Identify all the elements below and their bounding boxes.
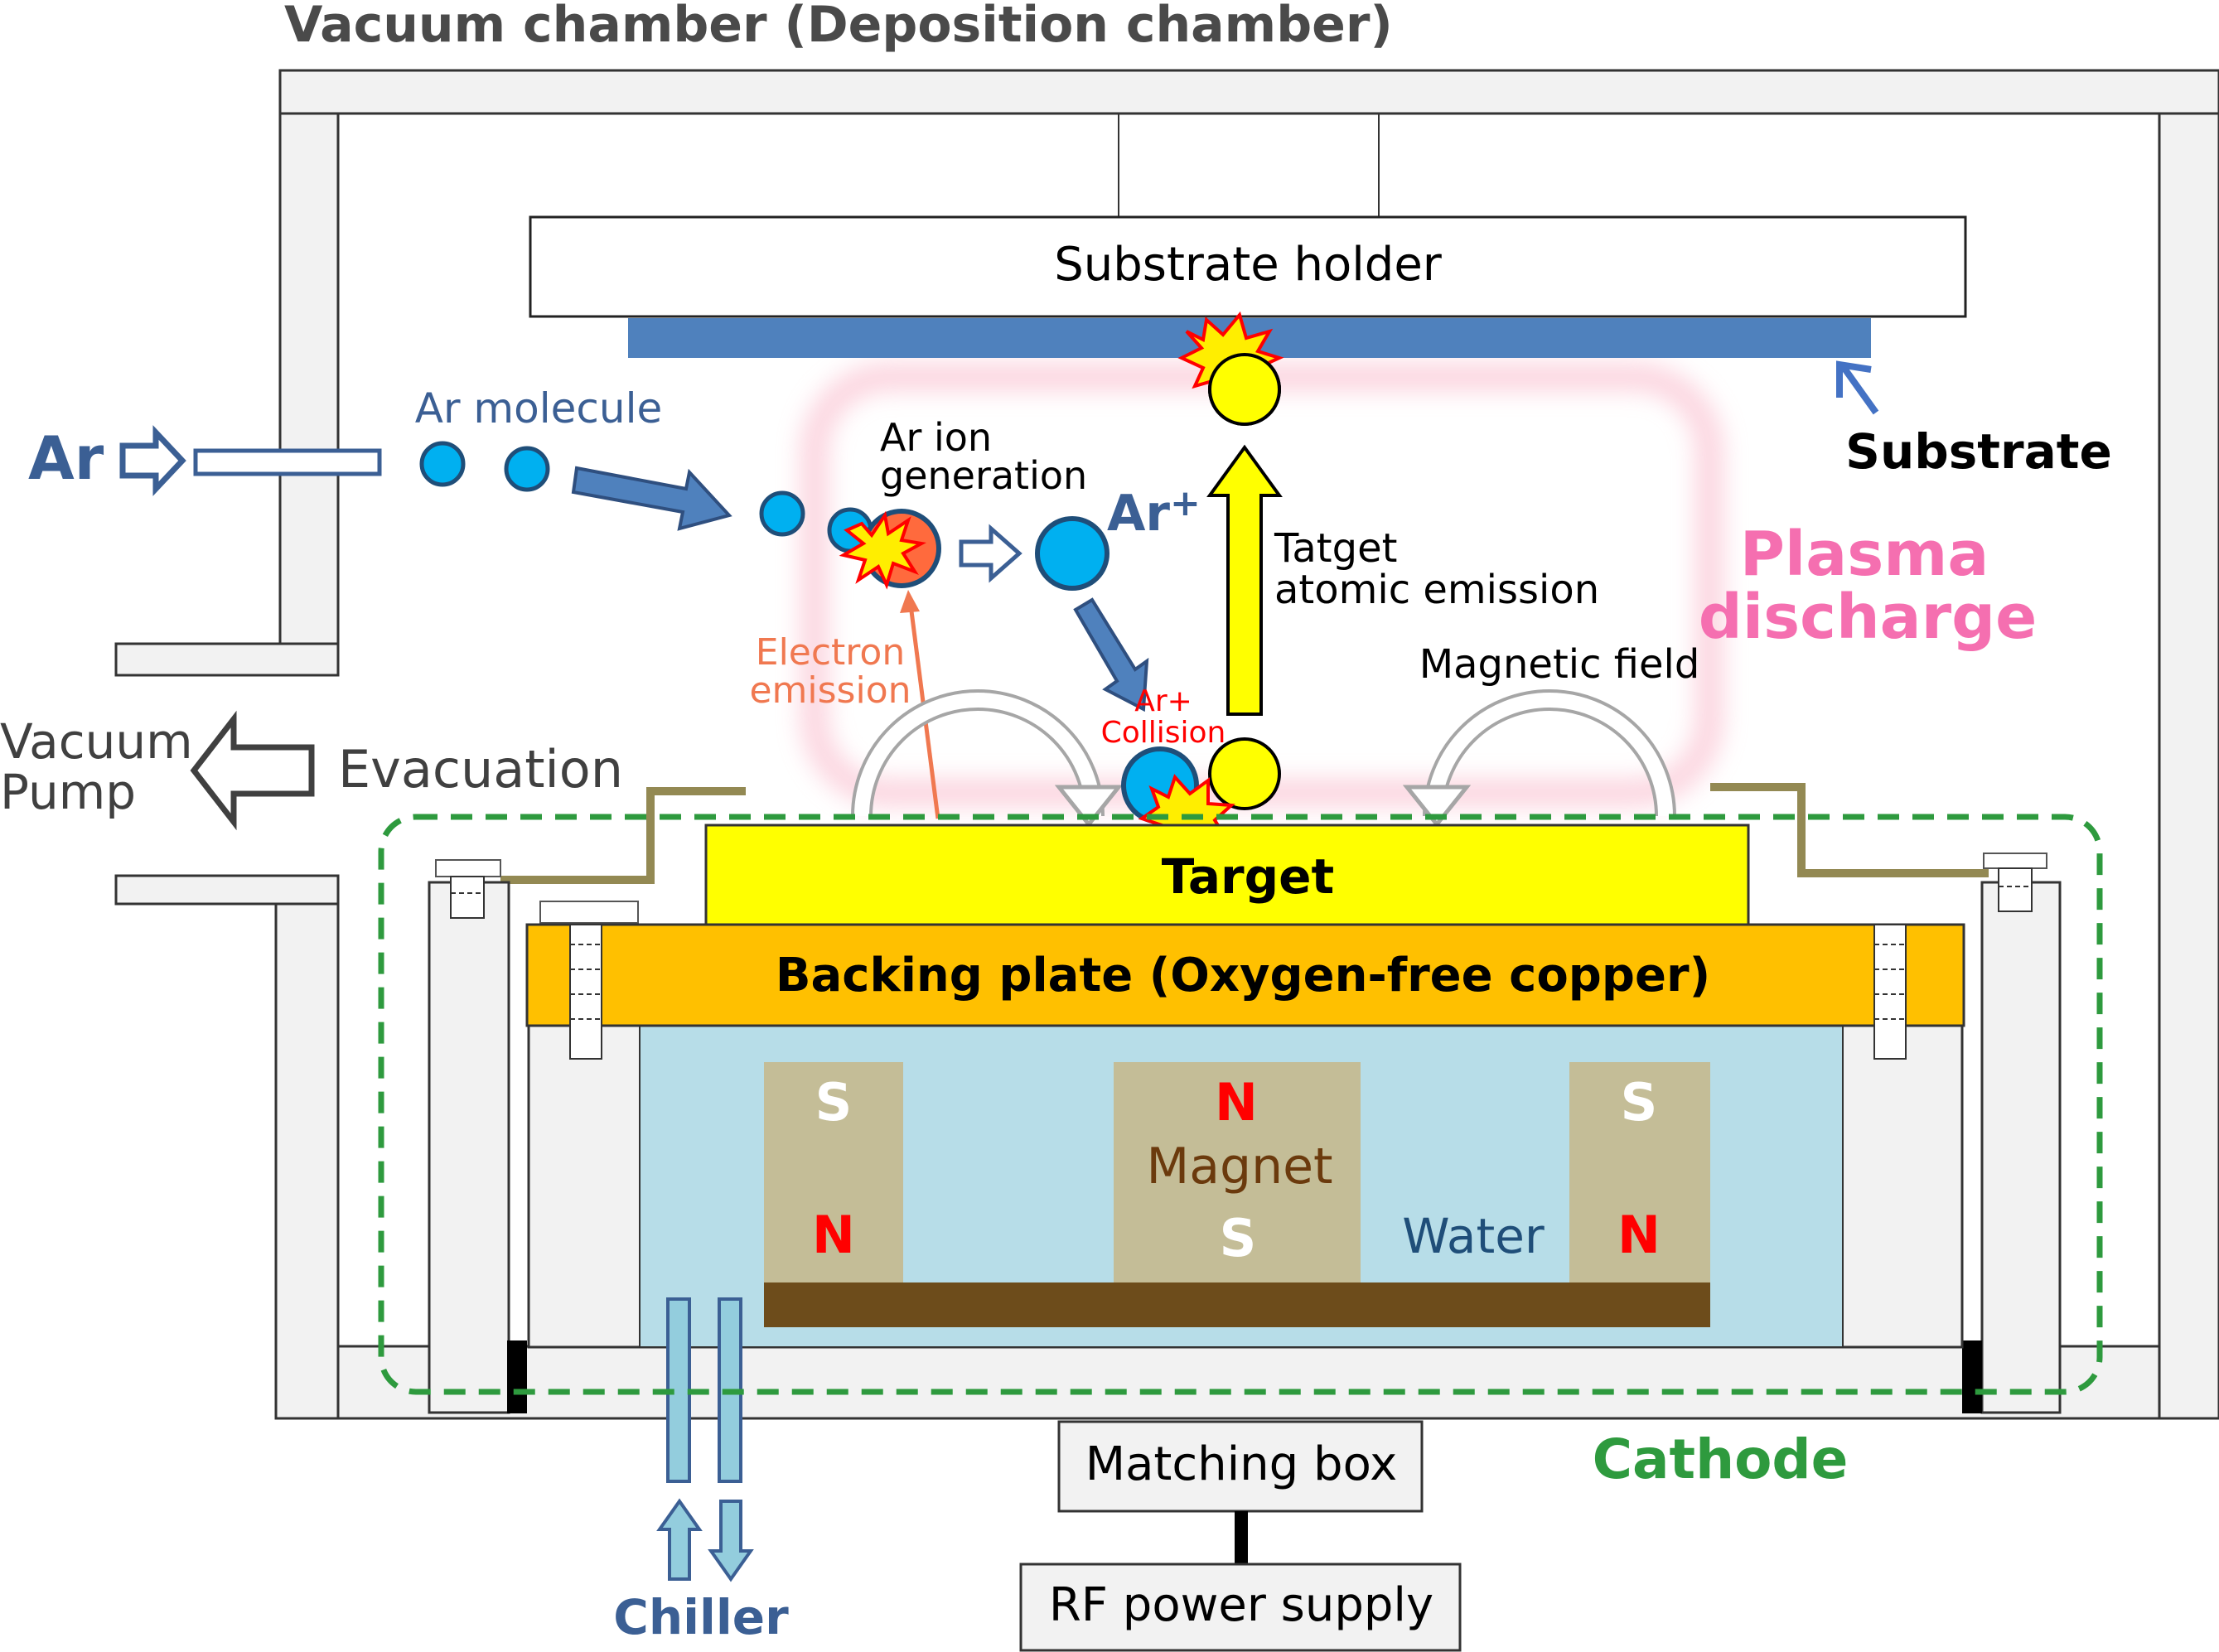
bolt-left-inner xyxy=(569,924,602,1060)
target-emission-label-2: atomic emission xyxy=(1274,567,1599,613)
chamber-left-upper-wall xyxy=(278,112,340,645)
vacuum-pump-label-2: Pump xyxy=(0,764,136,820)
ar-gas-label: Ar xyxy=(28,423,104,493)
ar-collision-label-2: Collision xyxy=(1101,716,1226,750)
magnet-center-bottom-pole: S xyxy=(1220,1208,1257,1268)
magnet-label: Magnet xyxy=(1146,1138,1332,1196)
electron-emission-arrowhead xyxy=(900,590,920,613)
electron-emission-label-1: Electron xyxy=(756,631,905,674)
page-title: Vacuum chamber (Deposition chamber) xyxy=(284,0,1393,54)
evacuation-label: Evacuation xyxy=(338,739,623,799)
magnet-left xyxy=(764,1062,903,1284)
ar-inlet-arrow xyxy=(119,425,186,496)
magnet-right-bottom-pole: N xyxy=(1617,1205,1661,1265)
earth-shield-left xyxy=(500,787,746,884)
rf-power-supply-label: RF power supply xyxy=(1049,1578,1433,1632)
clamp-cap-center xyxy=(539,901,639,924)
ar-collision-label-1: Ar+ xyxy=(1134,684,1192,718)
chamber-left-lower-lip xyxy=(114,874,340,906)
power-cable xyxy=(1235,1511,1248,1564)
substrate-label: Substrate xyxy=(1845,423,2112,480)
chiller-label: Chiller xyxy=(613,1589,789,1645)
vacuum-pump-label-1: Vacuum xyxy=(0,713,193,770)
ar-inlet-pipe xyxy=(193,448,382,476)
substrate-pointer-arrow xyxy=(1839,364,1879,415)
cathode-label: Cathode xyxy=(1593,1427,1849,1491)
vacuum-chamber xyxy=(114,69,2219,1420)
magnet-left-top-pole: S xyxy=(815,1072,853,1133)
target-emission-arrow xyxy=(1206,444,1283,716)
chamber-top-wall xyxy=(278,69,2219,115)
ar-molecule-3 xyxy=(759,490,805,537)
bolt-right-outer xyxy=(1998,867,2033,912)
sputtered-target-atom xyxy=(1208,737,1281,810)
ar-plus-sup: + xyxy=(1170,482,1201,524)
magnetic-field-arc-right-inner xyxy=(1426,693,1673,817)
chamber-left-upper-lip xyxy=(114,642,340,677)
ar-molecule-1 xyxy=(419,441,466,487)
magnetic-field-arrowhead-right xyxy=(1402,785,1472,828)
rf-power-supply xyxy=(1019,1563,1462,1652)
ar-plus-label: Ar+ xyxy=(1107,482,1201,543)
substrate-pointer-arrowhead xyxy=(1836,360,1872,398)
ar-ion-generation-label-2: generation xyxy=(880,453,1087,498)
magnet-center xyxy=(1114,1062,1361,1284)
evacuation-arrow xyxy=(190,710,315,831)
ar-ion-generation-label-1: Ar ion xyxy=(880,415,992,460)
emitted-target-atom-front xyxy=(1208,353,1281,426)
ionization-burst xyxy=(839,510,927,590)
chiller-out-arrow xyxy=(708,1500,754,1582)
matching-box xyxy=(1057,1420,1424,1513)
electron-emission-label-2: emission xyxy=(749,669,911,712)
target-label: Target xyxy=(1162,848,1334,905)
target-emission-label-1: Tatget xyxy=(1274,525,1397,572)
magnet-left-bottom-pole: N xyxy=(812,1205,855,1265)
substrate-holder xyxy=(529,215,1967,318)
earth-shield-right xyxy=(1710,783,1989,877)
ion-generation-arrow xyxy=(959,524,1022,583)
cathode-pillar-left xyxy=(428,881,510,1414)
cathode-outline xyxy=(378,814,2103,1395)
magnet-center-top-pole: N xyxy=(1215,1072,1258,1133)
magnet-yoke xyxy=(764,1282,1710,1327)
chamber-right-wall xyxy=(2158,112,2219,1420)
bolt-left-outer xyxy=(450,876,485,919)
ar-plus-bombard-arrow xyxy=(1073,597,1149,712)
magnetic-field-arrowhead-left xyxy=(1054,785,1124,828)
cathode-pillar-right xyxy=(1980,881,2062,1414)
target xyxy=(704,824,1750,926)
ar-molecule-label: Ar molecule xyxy=(415,384,662,432)
chamber-left-lower-wall xyxy=(274,902,340,1420)
magnet-right-top-pole: S xyxy=(1621,1072,1658,1133)
ar-flow-arrow xyxy=(571,466,732,531)
plasma-label-1: Plasma xyxy=(1740,519,1989,590)
ar-plus-text: Ar xyxy=(1107,485,1170,543)
substrate-holder-label: Substrate holder xyxy=(1054,238,1443,292)
matching-box-label: Matching box xyxy=(1085,1437,1398,1491)
chamber-bottom-wall xyxy=(336,1345,2161,1420)
cathode-pillar-right-base xyxy=(1962,1340,1982,1413)
clamp-cap-left xyxy=(435,859,501,877)
backing-plate-label: Backing plate (Oxygen-free copper) xyxy=(776,949,1710,1002)
chiller-in-arrow xyxy=(656,1498,703,1581)
bolt-right-inner xyxy=(1873,924,1907,1060)
backing-plate xyxy=(525,923,1965,1027)
cathode-pillar-left-base xyxy=(507,1340,527,1413)
magnet-right xyxy=(1569,1062,1710,1284)
magnetic-field-label: Magnetic field xyxy=(1419,641,1700,688)
ar-molecule-2 xyxy=(504,446,550,492)
clamp-cap-right xyxy=(1983,853,2047,869)
ar-plus-ion xyxy=(1035,516,1110,591)
plasma-label-2: discharge xyxy=(1699,582,2038,653)
water-label: Water xyxy=(1402,1208,1545,1264)
magnetic-field-arc-left-inner xyxy=(854,693,1101,817)
